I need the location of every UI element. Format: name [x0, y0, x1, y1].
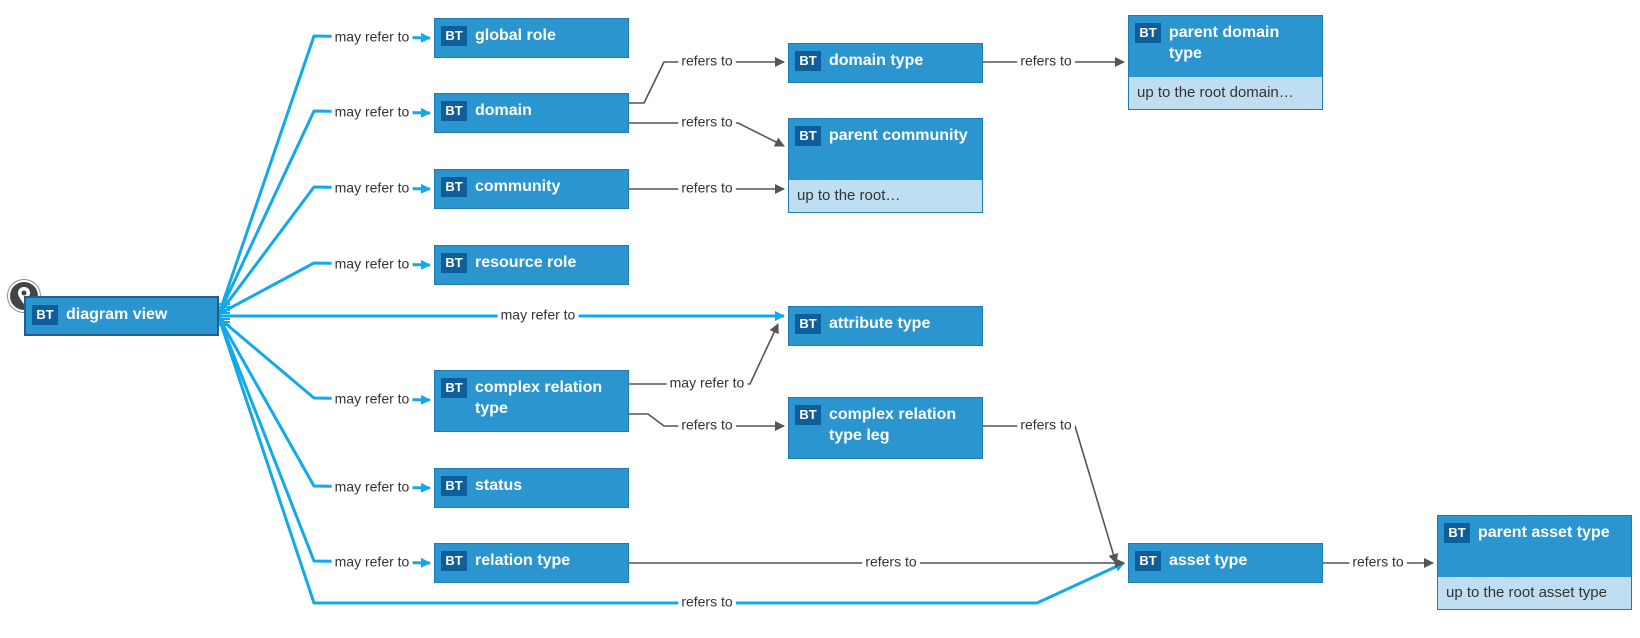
edge-label: refers to	[1020, 417, 1072, 433]
edge-label: may refer to	[335, 256, 410, 272]
bt-badge: BT	[795, 314, 821, 334]
edge-diagram-view-to-asset-type	[217, 317, 1125, 605]
edge-label-background	[678, 178, 736, 197]
bt-badge: BT	[441, 551, 467, 571]
edge-label-background	[678, 112, 736, 131]
node-parent-domain-type[interactable]: BT parent domain type up to the root doma…	[1128, 15, 1323, 110]
edge-label-background	[331, 102, 413, 121]
node-domain[interactable]: BT domain	[434, 93, 629, 133]
edge-label-background	[678, 592, 736, 611]
node-complex-relation-type[interactable]: BT complex relation type	[434, 370, 629, 432]
edge-label-background	[497, 305, 579, 324]
bt-badge: BT	[795, 405, 821, 425]
edge-label: refers to	[865, 554, 917, 570]
edge-label-background	[331, 477, 413, 496]
bt-badge: BT	[1444, 523, 1470, 543]
edge-label: refers to	[681, 594, 733, 610]
bt-badge: BT	[441, 101, 467, 121]
node-title: community	[475, 178, 561, 195]
node-attribute-type[interactable]: BT attribute type	[788, 306, 983, 346]
edge-label: may refer to	[335, 29, 410, 45]
node-global-role[interactable]: BT global role	[434, 18, 629, 58]
node-status[interactable]: BT status	[434, 468, 629, 508]
bt-badge: BT	[441, 26, 467, 46]
node-parent-community[interactable]: BT parent community up to the root…	[788, 118, 983, 213]
edge-complex-relation-type-leg-to-asset-type	[983, 425, 1119, 564]
bt-badge: BT	[441, 177, 467, 197]
node-title: parent domain type	[1169, 24, 1280, 62]
bt-badge: BT	[795, 51, 821, 71]
node-title: relation type	[475, 552, 571, 569]
bt-badge: BT	[1135, 551, 1161, 571]
edge-label-background	[1017, 415, 1075, 434]
edge-label: refers to	[681, 417, 733, 433]
edge-label-background	[331, 389, 413, 408]
node-title: domain type	[829, 52, 924, 69]
bt-badge: BT	[795, 126, 821, 146]
edge-label-background	[666, 373, 748, 392]
node-title: attribute type	[829, 315, 931, 332]
edge-label-background	[331, 552, 413, 571]
node-subtitle: up to the root asset type	[1438, 577, 1631, 609]
edge-label: may refer to	[335, 479, 410, 495]
edge-label: may refer to	[335, 554, 410, 570]
edge-label: refers to	[1352, 554, 1404, 570]
node-diagram-view[interactable]: BT diagram view	[24, 296, 219, 336]
node-title: complex relation type	[475, 379, 603, 417]
edge-label-background	[678, 415, 736, 434]
edge-domain-to-parent-community	[629, 122, 785, 147]
edge-label-background	[331, 178, 413, 197]
node-title: resource role	[475, 254, 577, 271]
node-title: complex relation type leg	[829, 406, 957, 444]
edge-label: may refer to	[335, 180, 410, 196]
edge-label-background	[331, 254, 413, 273]
node-title: status	[475, 477, 523, 494]
node-subtitle: up to the root…	[789, 180, 982, 212]
node-complex-relation-type-leg[interactable]: BT complex relation type leg	[788, 397, 983, 459]
edge-label: may refer to	[501, 307, 576, 323]
edge-label-background	[331, 27, 413, 46]
edge-diagram-view-to-community	[217, 183, 431, 315]
edge-label-background	[678, 51, 736, 70]
edge-label: refers to	[681, 53, 733, 69]
edge-label: may refer to	[335, 104, 410, 120]
node-title: asset type	[1169, 552, 1248, 569]
edge-label-background	[1349, 552, 1407, 571]
node-relation-type[interactable]: BT relation type	[434, 543, 629, 583]
edge-label: refers to	[1020, 53, 1072, 69]
node-asset-type[interactable]: BT asset type	[1128, 543, 1323, 583]
node-title: parent asset type	[1478, 524, 1610, 541]
edge-label-background	[862, 552, 920, 571]
edge-label: may refer to	[670, 375, 745, 391]
node-title: diagram view	[66, 306, 168, 323]
bt-badge: BT	[32, 305, 58, 325]
node-parent-asset-type[interactable]: BT parent asset type up to the root asset…	[1437, 515, 1632, 610]
edge-label: refers to	[681, 180, 733, 196]
edge-diagram-view-to-domain	[217, 107, 431, 315]
edge-diagram-view-to-relation-type	[217, 317, 431, 568]
node-title: global role	[475, 27, 556, 44]
edge-label-background	[1017, 51, 1075, 70]
edge-label: may refer to	[335, 391, 410, 407]
node-domain-type[interactable]: BT domain type	[788, 43, 983, 83]
bt-badge: BT	[441, 253, 467, 273]
edge-label: refers to	[681, 114, 733, 130]
node-community[interactable]: BT community	[434, 169, 629, 209]
bt-badge: BT	[1135, 23, 1161, 43]
node-resource-role[interactable]: BT resource role	[434, 245, 629, 285]
node-title: parent community	[829, 127, 968, 144]
bt-badge: BT	[441, 476, 467, 496]
node-title: domain	[475, 102, 532, 119]
node-subtitle: up to the root domain…	[1129, 77, 1322, 109]
bt-badge: BT	[441, 378, 467, 398]
edge-diagram-view-to-complex-relation-type	[218, 316, 431, 405]
